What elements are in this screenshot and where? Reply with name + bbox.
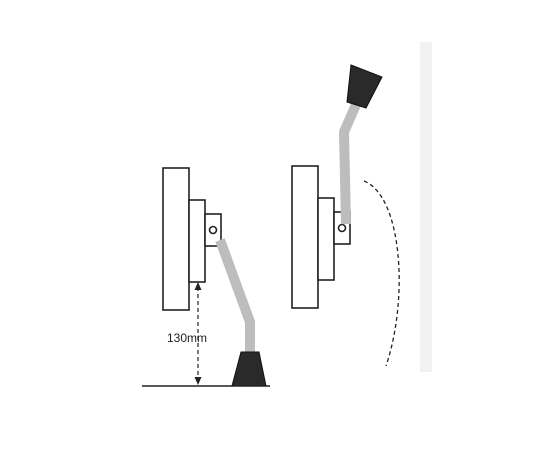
pivot-pin-left [208, 225, 218, 235]
pivot-pin-right [337, 223, 347, 233]
swing-path [363, 180, 400, 367]
dimension-arrow-top [194, 282, 202, 290]
stopper-raised [291, 64, 400, 367]
stopper-arm-left [215, 238, 255, 352]
rubber-foot-right [346, 64, 383, 109]
stopper-lowered [142, 167, 270, 387]
mount-plate-right [317, 197, 335, 281]
door-panel-right [291, 165, 319, 309]
clearance-label: 130mm [167, 331, 207, 345]
dimension-arrow-bottom [194, 377, 202, 385]
door-panel-left [162, 167, 190, 311]
mount-plate-left [188, 199, 206, 283]
clearance-dimension: 130mm [167, 282, 207, 385]
rubber-foot-left [231, 351, 267, 387]
stopper-arm-right [339, 97, 363, 225]
backdrop-edge [420, 42, 432, 372]
